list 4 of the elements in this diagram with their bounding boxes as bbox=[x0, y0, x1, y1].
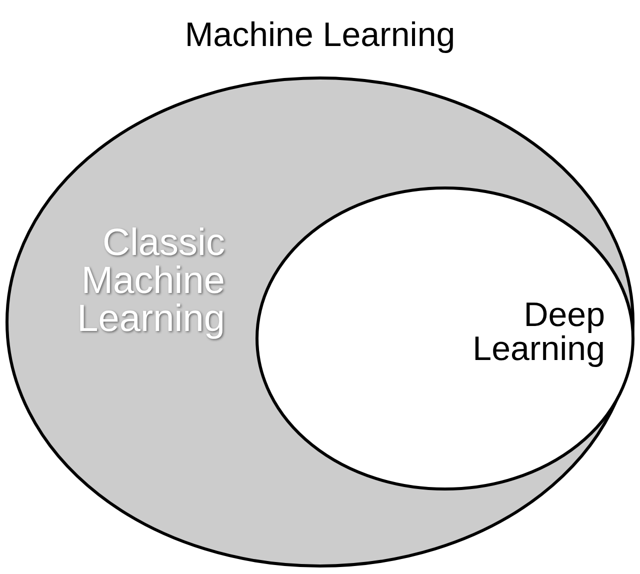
diagram-heading: Machine Learning bbox=[184, 18, 456, 52]
ellipse-region bbox=[255, 186, 635, 491]
region-label: Deep Learning bbox=[472, 298, 605, 366]
region-label: Classic Machine Learning bbox=[76, 224, 225, 338]
